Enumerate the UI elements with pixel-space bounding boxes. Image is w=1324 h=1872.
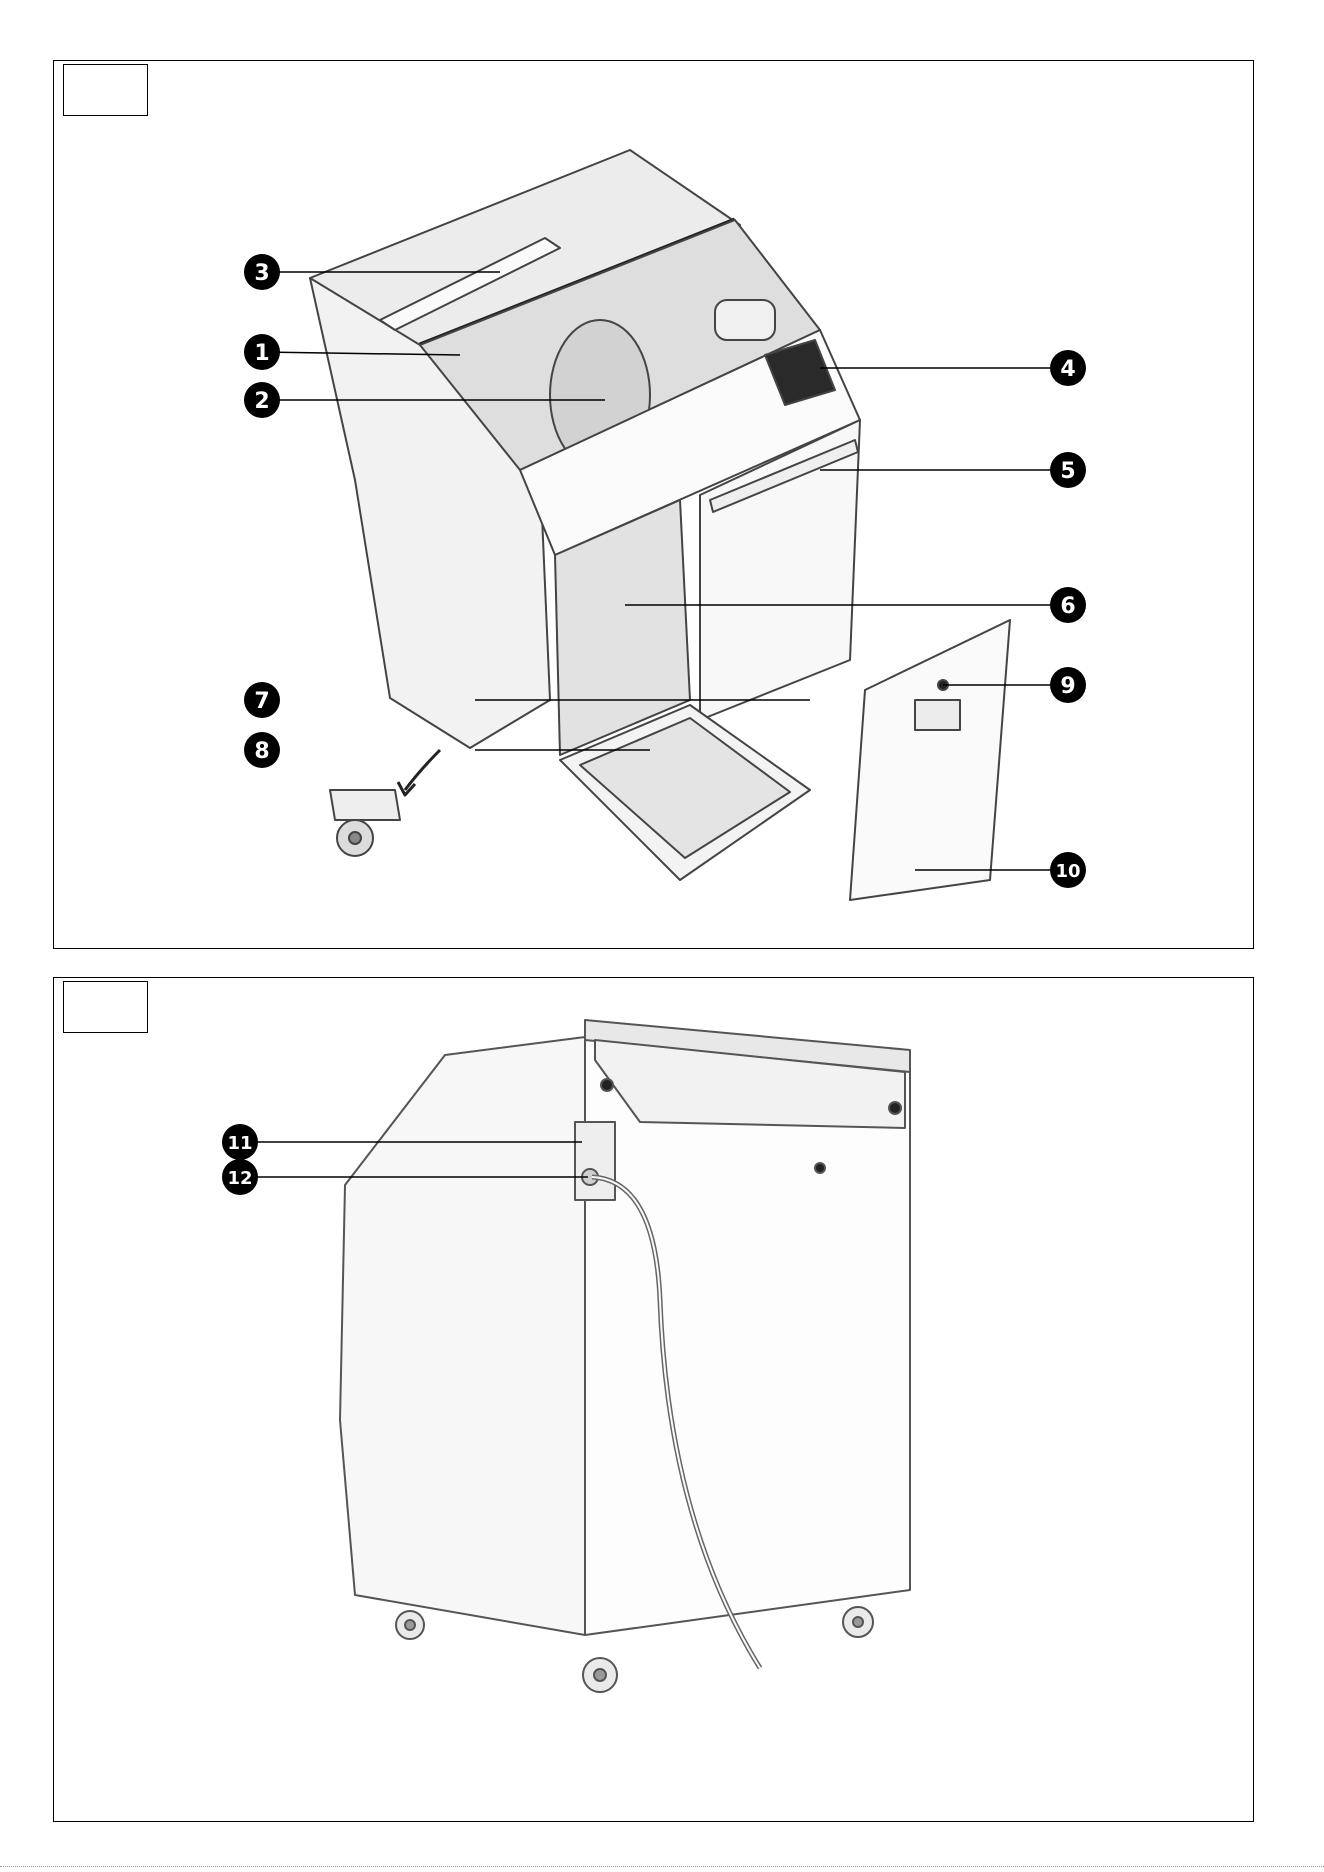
callout-8: 8 [244, 732, 280, 768]
callout-2: 2 [244, 382, 280, 418]
callout-2-label: 2 [254, 389, 269, 414]
callout-11-label: 11 [227, 1133, 252, 1154]
machine-front-illustration [280, 150, 1010, 900]
callout-10: 10 [1050, 852, 1086, 888]
machine-rear-illustration [340, 1020, 910, 1692]
callout-7-label: 7 [254, 689, 269, 714]
page-bottom-rule [0, 1866, 1324, 1868]
callout-6: 6 [1050, 587, 1086, 623]
callout-1: 1 [244, 334, 280, 370]
callout-5: 5 [1050, 452, 1086, 488]
callout-5-label: 5 [1060, 459, 1075, 484]
callout-4-label: 4 [1060, 357, 1075, 382]
callout-1-label: 1 [254, 341, 269, 366]
callout-9: 9 [1050, 667, 1086, 703]
callout-10-label: 10 [1055, 861, 1080, 882]
callout-8-label: 8 [254, 739, 269, 764]
callout-4: 4 [1050, 350, 1086, 386]
callout-11: 11 [222, 1124, 258, 1160]
callout-3-label: 3 [254, 261, 269, 286]
caster-rear-right [843, 1607, 873, 1637]
callout-12: 12 [222, 1159, 258, 1195]
caster-rear-middle [583, 1658, 617, 1692]
callout-3: 3 [244, 254, 280, 290]
caster-rear-left [396, 1611, 424, 1639]
callout-9-label: 9 [1060, 674, 1075, 699]
callout-6-label: 6 [1060, 594, 1075, 619]
callout-7: 7 [244, 682, 280, 718]
callout-12-label: 12 [227, 1168, 252, 1189]
